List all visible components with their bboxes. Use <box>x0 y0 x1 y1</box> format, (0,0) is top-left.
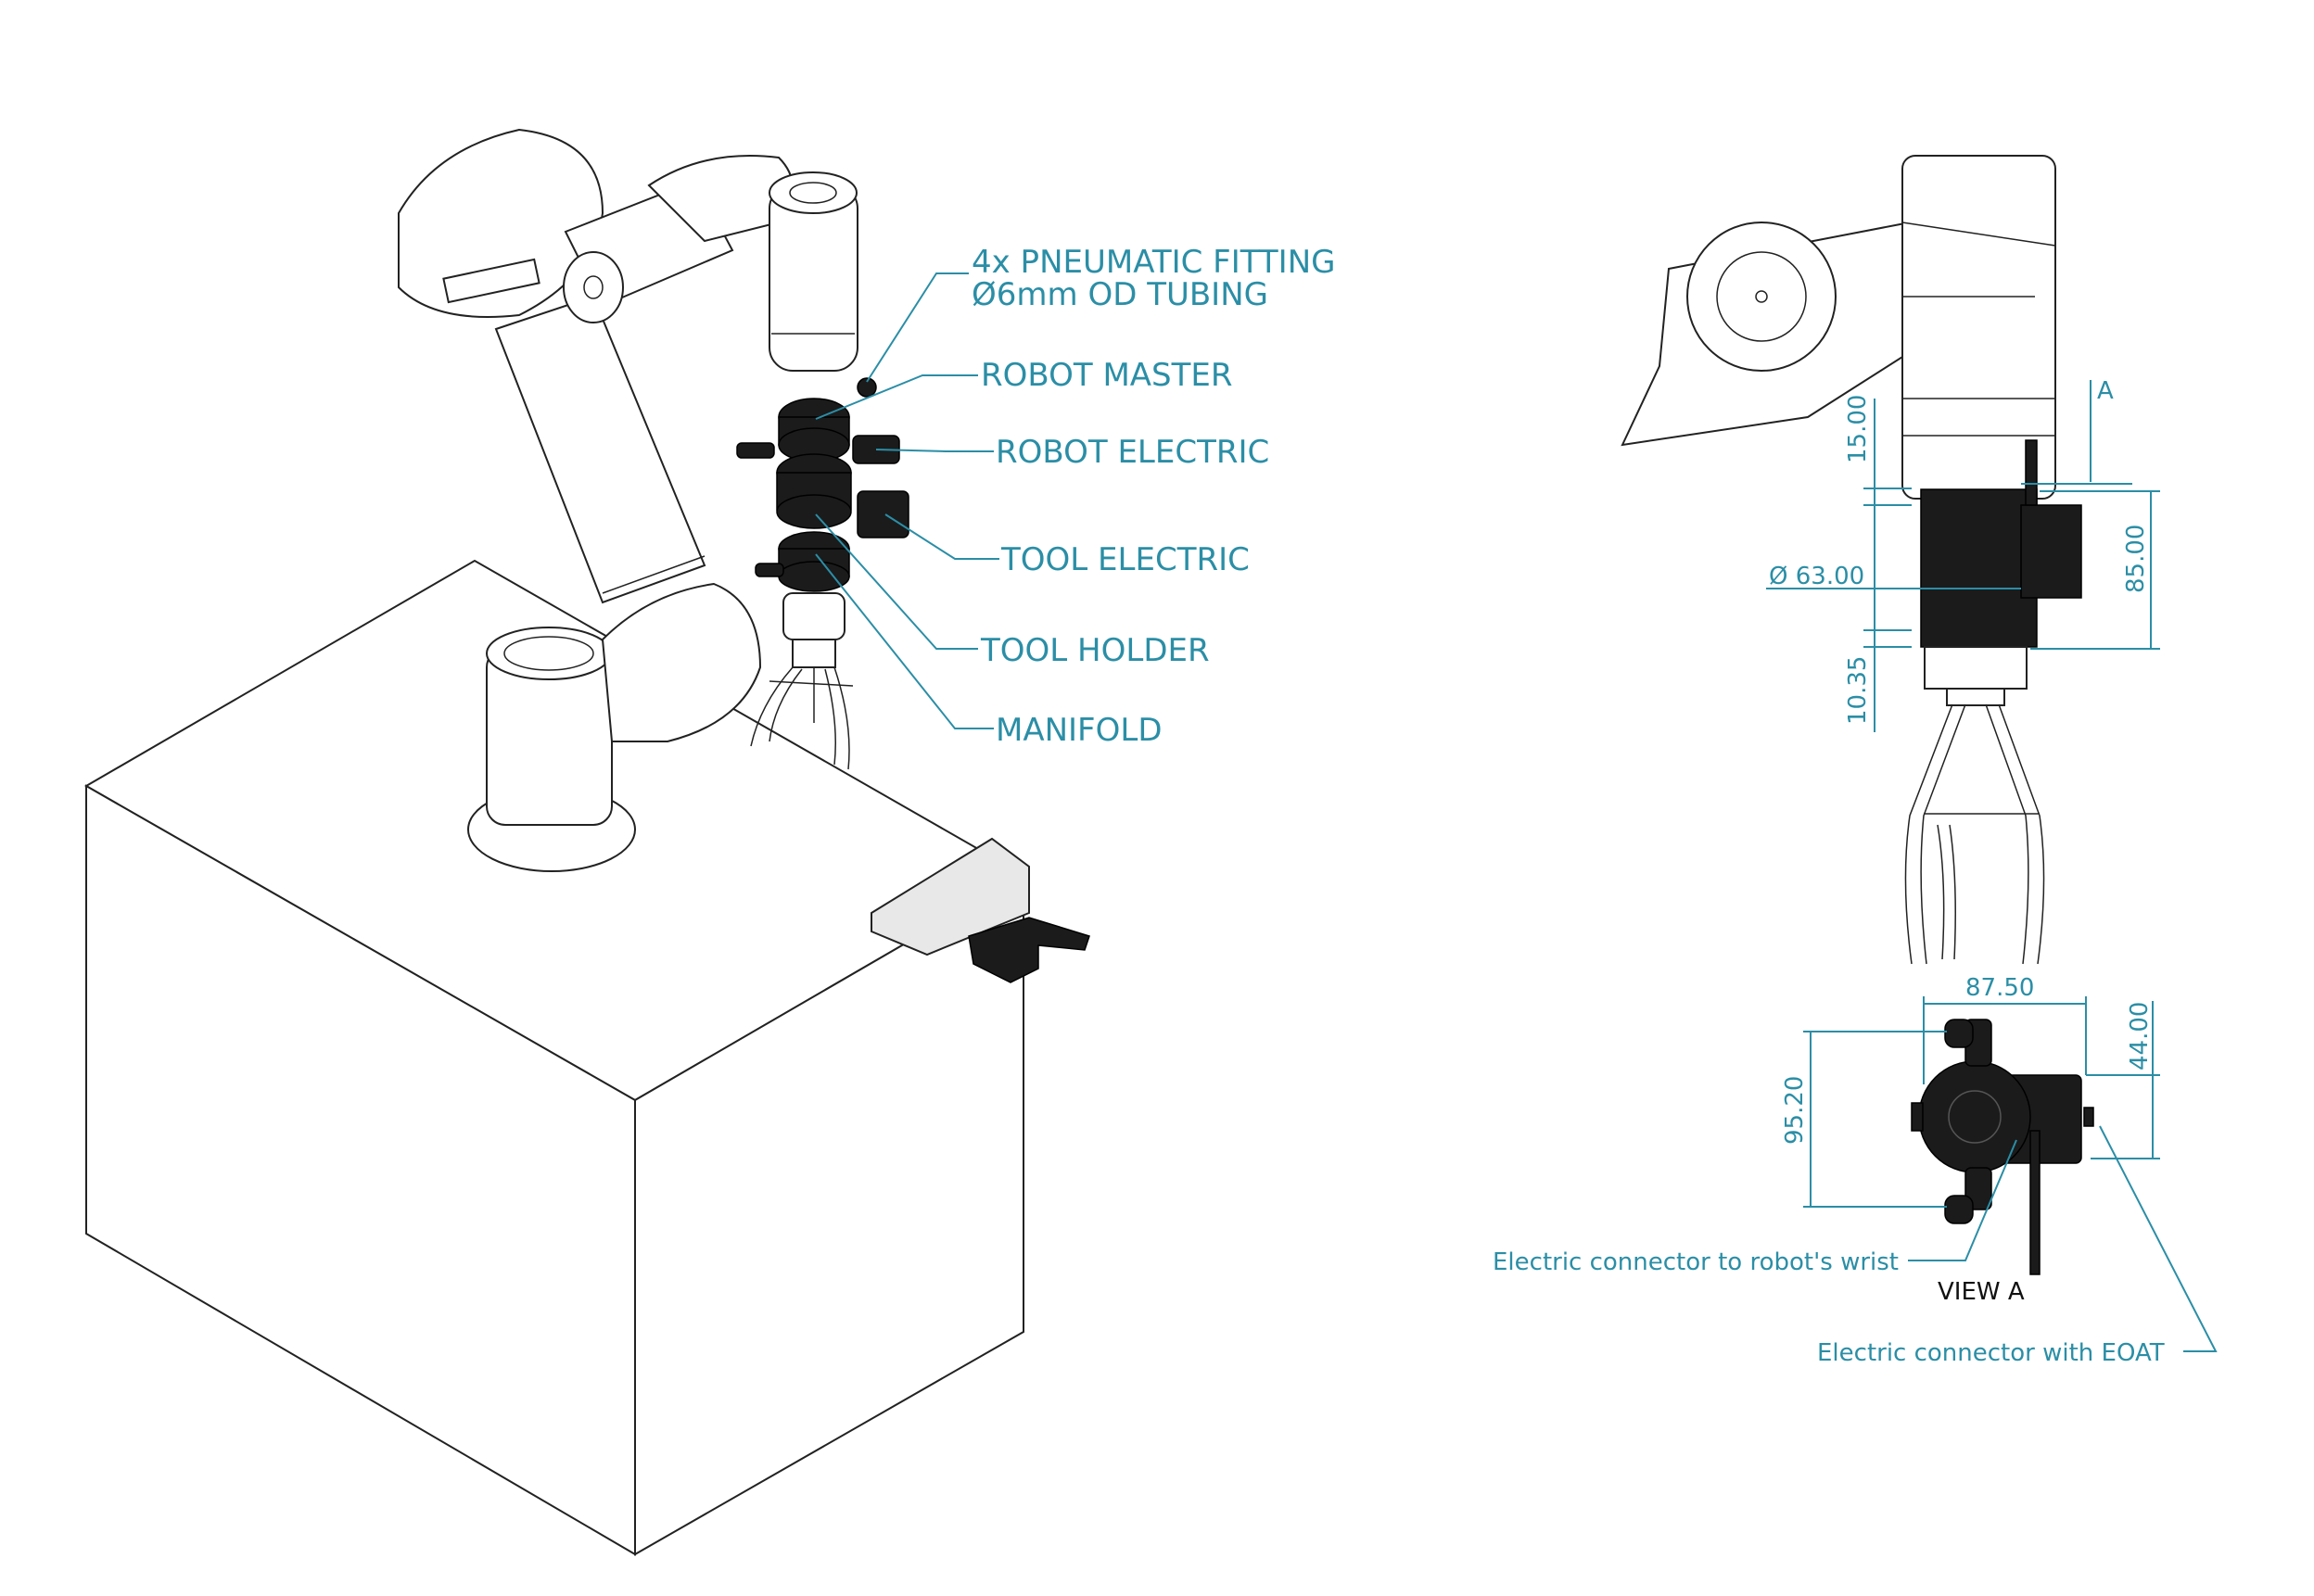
dimension-15: 15.00 <box>1844 395 1872 463</box>
view-a-title: VIEW A <box>1938 1278 2025 1306</box>
dimension-95-20: 95.20 <box>1781 1076 1809 1145</box>
robot-arm-isometric <box>398 128 858 872</box>
tool-changer-exploded <box>736 377 909 770</box>
workpiece-gripper <box>871 837 1090 983</box>
dimension-44: 44.00 <box>2126 1002 2154 1070</box>
callout-eoat-connector: Electric connector with EOAT <box>1817 1339 2165 1367</box>
callout-robot-electric: ROBOT ELECTRIC <box>996 434 1269 471</box>
callout-pneumatic-fitting: 4x PNEUMATIC FITTING <box>972 244 1336 281</box>
section-marker-a: A <box>2097 377 2114 405</box>
callout-wrist-connector: Electric connector to robot's wrist <box>1493 1248 1899 1276</box>
callout-tool-holder: TOOL HOLDER <box>980 632 1210 669</box>
callout-tubing: Ø6mm OD TUBING <box>972 276 1268 313</box>
callout-tool-electric: TOOL ELECTRIC <box>1000 541 1250 578</box>
side-view-dimensions <box>1766 380 2160 732</box>
callout-leaders <box>815 272 999 729</box>
dimension-10-35: 10.35 <box>1844 656 1872 725</box>
dimension-87-50: 87.50 <box>1965 974 2034 1002</box>
view-a-drawing <box>1911 1019 2094 1275</box>
dimension-85: 85.00 <box>2122 525 2150 593</box>
view-a-dimensions <box>1803 996 2218 1352</box>
callout-robot-master: ROBOT MASTER <box>981 357 1233 394</box>
callout-manifold: MANIFOLD <box>996 712 1163 749</box>
side-view-drawing <box>1621 155 2082 965</box>
dimension-diameter-63: Ø 63.00 <box>1769 563 1864 590</box>
